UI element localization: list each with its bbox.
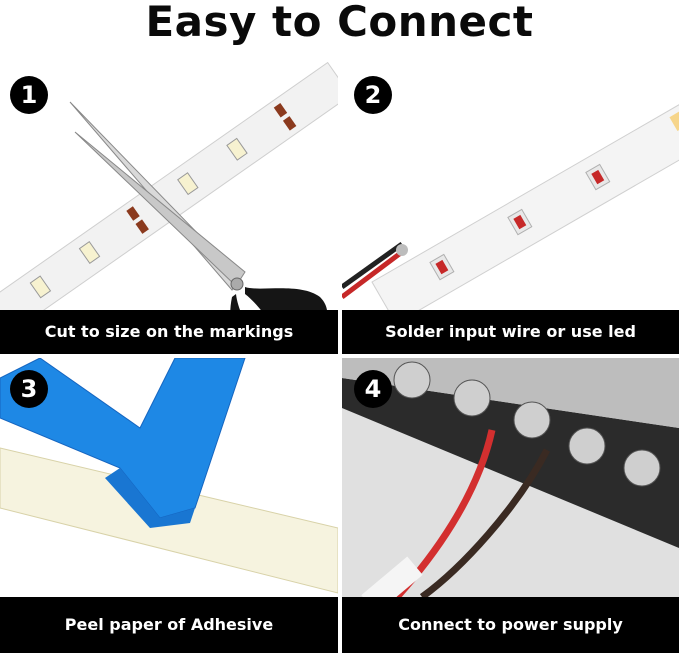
step-2-caption: Solder input wire or use led connector [342, 310, 679, 354]
page-title: Easy to Connect [145, 0, 534, 46]
power-terminal-icon [342, 358, 679, 614]
adhesive-tape-icon [0, 358, 338, 594]
step-2-panel: 2 Solder input wire or use led connector [342, 62, 679, 354]
step-1-caption: Cut to size on the markings [0, 310, 338, 354]
step-1-panel: 1 Cut to size on the markings [0, 62, 338, 354]
step-2-badge: 2 [354, 76, 392, 114]
step-4-badge: 4 [354, 370, 392, 408]
step-4-panel: 4 Connect to power supply [342, 358, 679, 653]
led-strip-icon [342, 91, 679, 325]
step-3-badge: 3 [10, 370, 48, 408]
step-3-panel: 3 Peel paper of Adhesive [0, 358, 338, 653]
step-3-caption: Peel paper of Adhesive [0, 597, 338, 653]
step-1-badge: 1 [10, 76, 48, 114]
step-4-caption: Connect to power supply [342, 597, 679, 653]
